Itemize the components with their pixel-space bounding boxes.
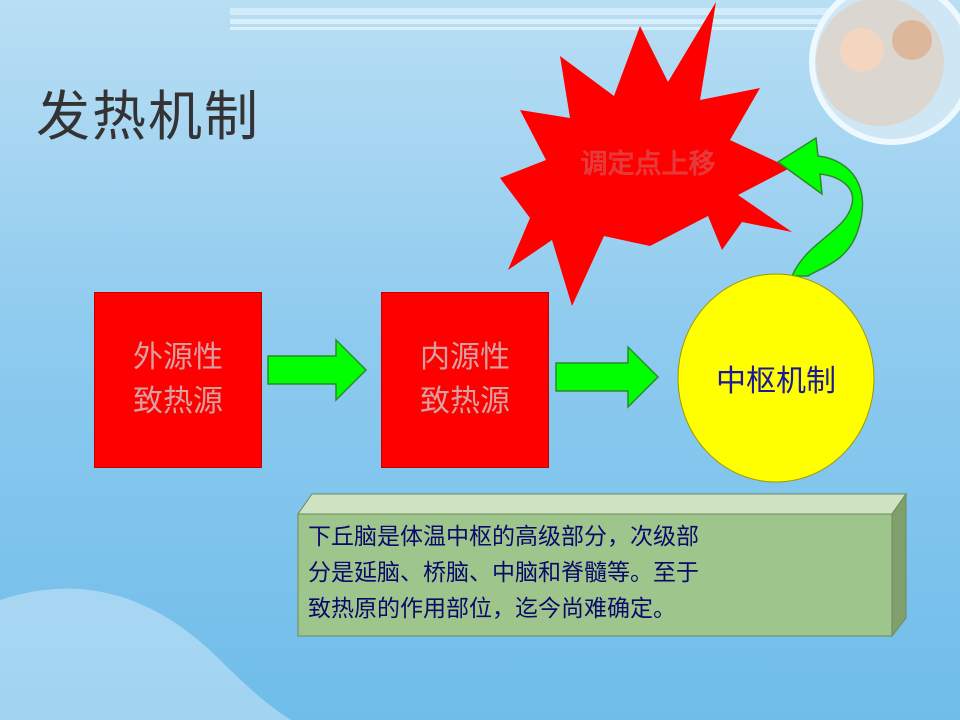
exogenous-pyrogen-box: 外源性 致热源 [94, 292, 262, 468]
arrow-exo-to-endo [267, 338, 368, 402]
endogenous-pyrogen-box: 内源性 致热源 [381, 292, 549, 468]
central-mechanism-circle [677, 273, 875, 483]
bottom-swirl-decoration [0, 588, 340, 720]
note-line: 下丘脑是体温中枢的高级部分，次级部 [308, 524, 699, 550]
exogenous-label-line2: 致热源 [133, 384, 223, 419]
slide-title: 发热机制 [36, 85, 260, 148]
mother-baby-photo [809, 0, 960, 145]
setpoint-starburst [500, 2, 792, 306]
header-stripes [230, 8, 840, 30]
feedback-curved-arrow [776, 136, 864, 277]
note-line: 致热原的作用部位，迄今尚难确定。 [308, 596, 676, 622]
note-line: 分是延脑、桥脑、中脑和脊髓等。至于 [308, 560, 699, 586]
note-text: 下丘脑是体温中枢的高级部分，次级部 分是延脑、桥脑、中脑和脊髓等。至于 致热原的… [308, 519, 868, 627]
central-mechanism-label: 中枢机制 [716, 364, 836, 399]
endogenous-label-line2: 致热源 [420, 384, 510, 419]
note-box [297, 492, 907, 638]
exogenous-label-line1: 外源性 [133, 340, 223, 375]
endogenous-label-line1: 内源性 [420, 340, 510, 375]
arrow-endo-to-center [555, 345, 660, 409]
setpoint-shift-label: 调定点上移 [580, 149, 716, 180]
